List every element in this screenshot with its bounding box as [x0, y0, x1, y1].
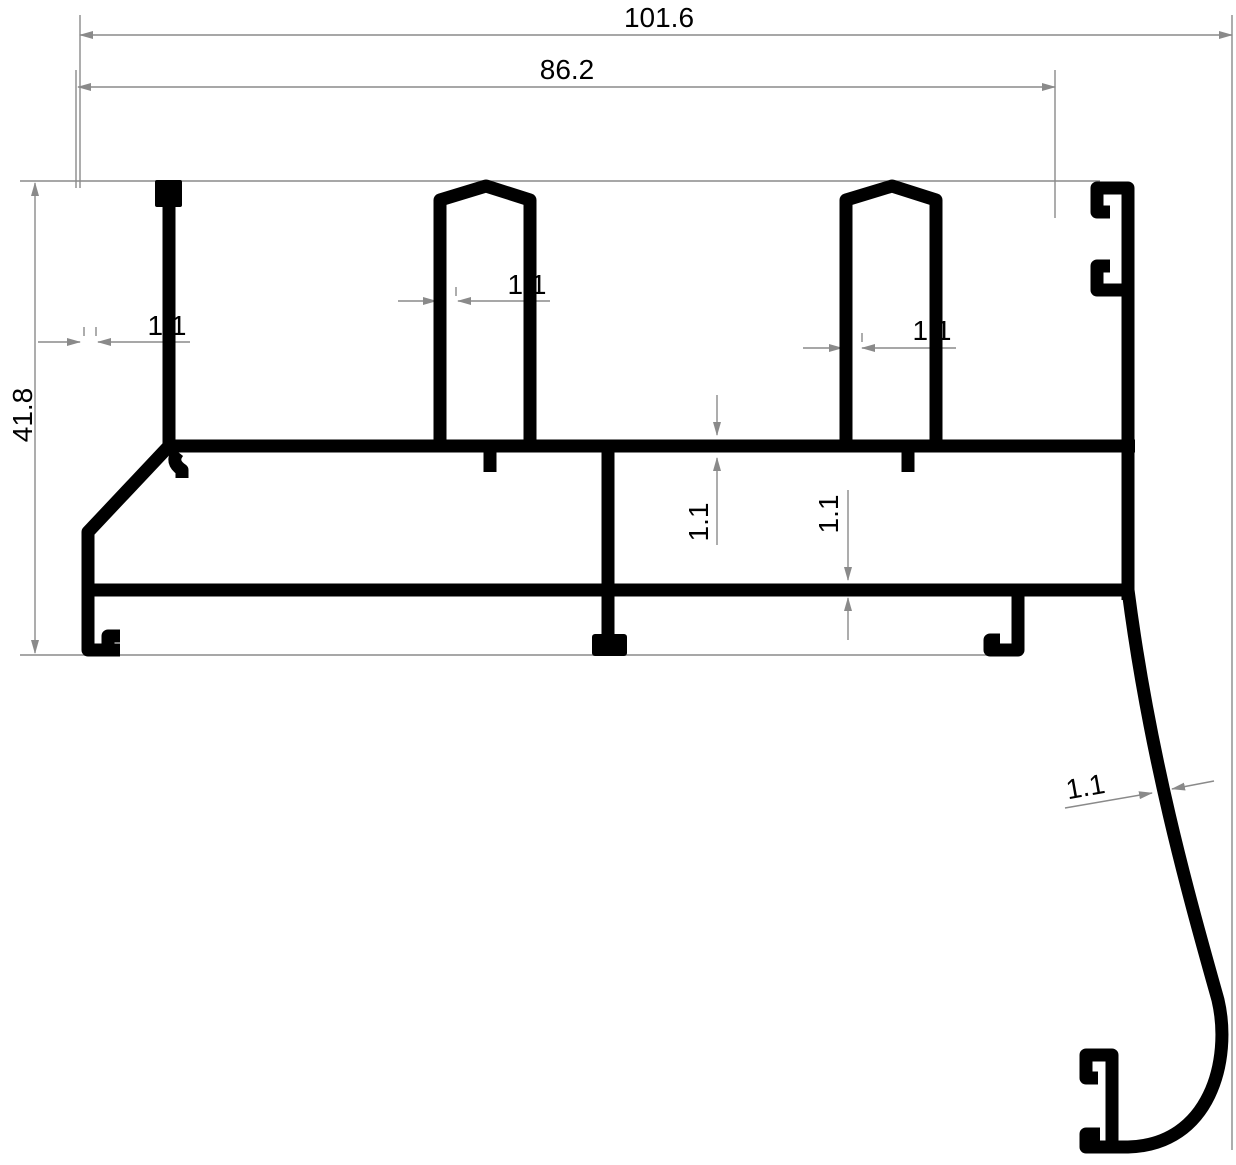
label-wall-middle-fin: 1.1	[508, 269, 547, 300]
label-overall-width: 101.6	[624, 2, 694, 33]
label-wall-upper-web: 1.1	[683, 503, 714, 542]
label-wall-left-fin: 1.1	[148, 310, 187, 341]
label-inner-width: 86.2	[540, 54, 595, 85]
label-wall-lower-web: 1.1	[813, 495, 844, 534]
label-wall-right-fin: 1.1	[913, 315, 952, 346]
label-height: 41.8	[7, 388, 38, 443]
dimension-lines	[20, 15, 1233, 1150]
label-wall-curved-skirt: 1.1	[1063, 768, 1107, 805]
aluminium-profile	[81, 179, 1229, 1154]
dimension-labels: 101.6 86.2 41.8 1.1 1.1 1.1 1.1 1.1 1.1	[7, 2, 1107, 805]
